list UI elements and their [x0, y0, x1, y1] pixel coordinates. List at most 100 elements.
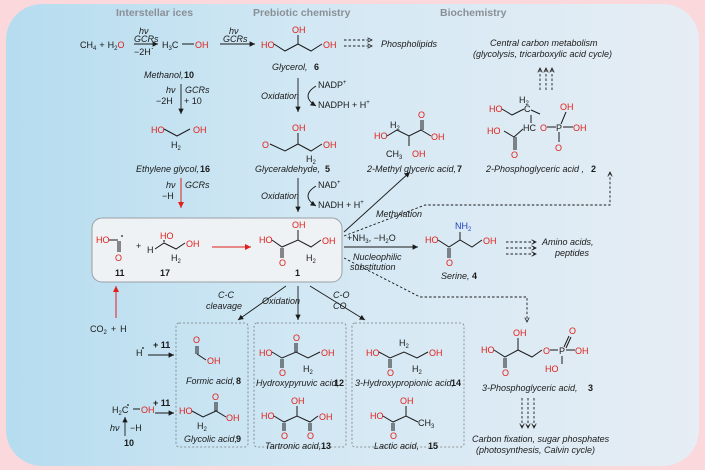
- svg-text:OH: OH: [412, 149, 426, 159]
- methane-water: CH4+H2O: [80, 40, 124, 52]
- svg-text:HO: HO: [261, 411, 275, 421]
- svg-text:O: O: [502, 368, 509, 378]
- svg-text:OH: OH: [575, 346, 589, 356]
- pga2-structure: HO C H2 HC O P OH OH O O HO 2-Phosphogly…: [485, 95, 596, 174]
- svg-text:OH: OH: [195, 40, 209, 50]
- minus-2h-label-2: −2H: [156, 96, 173, 106]
- svg-text:OH: OH: [186, 239, 200, 249]
- hv-label: hν: [139, 26, 149, 36]
- svg-text:CH3: CH3: [418, 418, 435, 430]
- glycolic-acid-structure: HO O OH H2 Glycolic acid, 9: [179, 392, 241, 444]
- svg-text:15: 15: [428, 441, 438, 451]
- co-label-1: C-O: [333, 290, 350, 300]
- substitution-label: substitution: [350, 262, 396, 272]
- svg-text:HO: HO: [179, 406, 193, 416]
- svg-text:2: 2: [591, 164, 596, 174]
- nadp-curve: [307, 85, 317, 107]
- svg-text:HC: HC: [523, 123, 536, 133]
- svg-text:O: O: [390, 431, 397, 441]
- svg-text:HO: HO: [366, 348, 380, 358]
- svg-text:HO: HO: [545, 364, 559, 374]
- svg-text:Formic acid,: Formic acid,: [186, 376, 235, 386]
- svg-text:7: 7: [457, 164, 462, 174]
- header-interstellar-ices: Interstellar ices: [116, 7, 193, 19]
- radical-11: HO O 11: [96, 235, 125, 278]
- dash-arrow-to-2pga: [343, 172, 610, 237]
- svg-text:O: O: [193, 335, 200, 345]
- nadph-label: NADPH + H+: [318, 100, 370, 110]
- svg-text:Glycolic acid,: Glycolic acid,: [184, 434, 237, 444]
- svg-text:O: O: [281, 431, 288, 441]
- svg-text:OH: OH: [207, 356, 221, 366]
- svg-text:HO: HO: [96, 235, 110, 245]
- svg-text:C: C: [524, 104, 531, 114]
- plus-sign-central: +: [136, 241, 141, 251]
- svg-text:O: O: [540, 123, 547, 133]
- svg-text:P: P: [559, 346, 565, 356]
- nucleophilic-label: Nucleophilic: [353, 252, 402, 262]
- carbon-fixation-label-2: (photosynthesis, Calvin cycle): [476, 445, 595, 455]
- glycerol-structure: HO OH OH Glycerol, 6: [261, 25, 337, 72]
- svg-text:O: O: [279, 368, 286, 378]
- svg-text:OH: OH: [323, 40, 337, 50]
- svg-text:OH: OH: [400, 396, 414, 406]
- methylation-label: Methylation: [376, 209, 422, 219]
- svg-text:OH: OH: [291, 396, 305, 406]
- svg-text:OH: OH: [141, 405, 155, 415]
- svg-text:OH: OH: [431, 132, 445, 142]
- svg-text:OH: OH: [292, 25, 306, 35]
- svg-text:10: 10: [124, 438, 134, 448]
- nad-label: NAD+: [318, 180, 341, 190]
- nadh-label: NADH + H+: [318, 200, 364, 210]
- svg-text:Hydroxypyruvic acid,: Hydroxypyruvic acid,: [256, 378, 339, 388]
- pga3-structure: HO O OH O P O OH HO 3-Phosphoglyceric ac…: [481, 326, 593, 393]
- svg-text:Glyceraldehyde,: Glyceraldehyde,: [255, 164, 320, 174]
- gcrs-label-3: GCRs: [185, 85, 210, 95]
- svg-text:O: O: [543, 346, 550, 356]
- minus-2h-label: −2H·: [134, 43, 154, 57]
- svg-text:O: O: [446, 258, 453, 268]
- svg-text:H2C: H2C: [112, 405, 129, 417]
- svg-text:13: 13: [321, 441, 331, 451]
- svg-text:HO: HO: [160, 231, 174, 241]
- plus-11-label: + 11: [153, 340, 170, 350]
- central-reaction-box: [91, 217, 343, 283]
- svg-text:H2: H2: [399, 338, 410, 350]
- central-carbon-label-2: (glycolysis, tricarboxylic acid cycle): [473, 49, 612, 59]
- svg-text:1: 1: [295, 268, 300, 278]
- svg-text:HO: HO: [259, 348, 273, 358]
- svg-text:H2: H2: [412, 364, 423, 376]
- hv-label-2: hν: [229, 26, 239, 36]
- svg-text:16: 16: [200, 164, 210, 174]
- arrow-co-cleavage: [309, 285, 366, 321]
- svg-text:CH3: CH3: [386, 149, 403, 161]
- cc-label-1: C-C: [218, 290, 234, 300]
- tartronic-acid-structure: HO O OH O OH Tartronic acid, 13: [261, 396, 333, 451]
- ethylene-glycol-structure: HO OH H2 Ethylene glycol, 16: [136, 125, 210, 174]
- svg-text:17: 17: [160, 268, 170, 278]
- methanol-radical-10: H2C OH 10: [112, 404, 155, 448]
- minus-h-label: −H: [162, 191, 174, 201]
- oxidation-label-2: Oxidation: [261, 191, 299, 201]
- dash-arrow-to-3pga: [343, 257, 527, 322]
- svg-text:Serine,: Serine,: [441, 271, 470, 281]
- co2-plus-h-label: CO2+H: [90, 324, 127, 336]
- svg-text:OH: OH: [322, 236, 336, 246]
- gcrs-label: GCRs: [134, 34, 159, 44]
- hv-label-4: hν: [166, 180, 176, 190]
- arrow-to-methyl-glyceric: [343, 171, 411, 233]
- svg-text:12: 12: [334, 378, 344, 388]
- svg-text:HO: HO: [425, 235, 439, 245]
- oxidation-label-1: Oxidation: [261, 91, 299, 101]
- svg-text:HO: HO: [261, 40, 275, 50]
- serine-structure: HO O NH2 OH Serine, 4: [425, 221, 497, 281]
- svg-text:OH: OH: [573, 123, 587, 133]
- svg-text:O: O: [262, 140, 269, 150]
- group-box-cc: [175, 322, 249, 448]
- central-carbon-label: Central carbon metabolism: [490, 38, 598, 48]
- svg-text:3-Phosphoglyceric acid,: 3-Phosphoglyceric acid,: [482, 383, 578, 393]
- methanol-structure: H3C OH: [162, 40, 209, 52]
- hv-label-5: hν: [110, 423, 120, 433]
